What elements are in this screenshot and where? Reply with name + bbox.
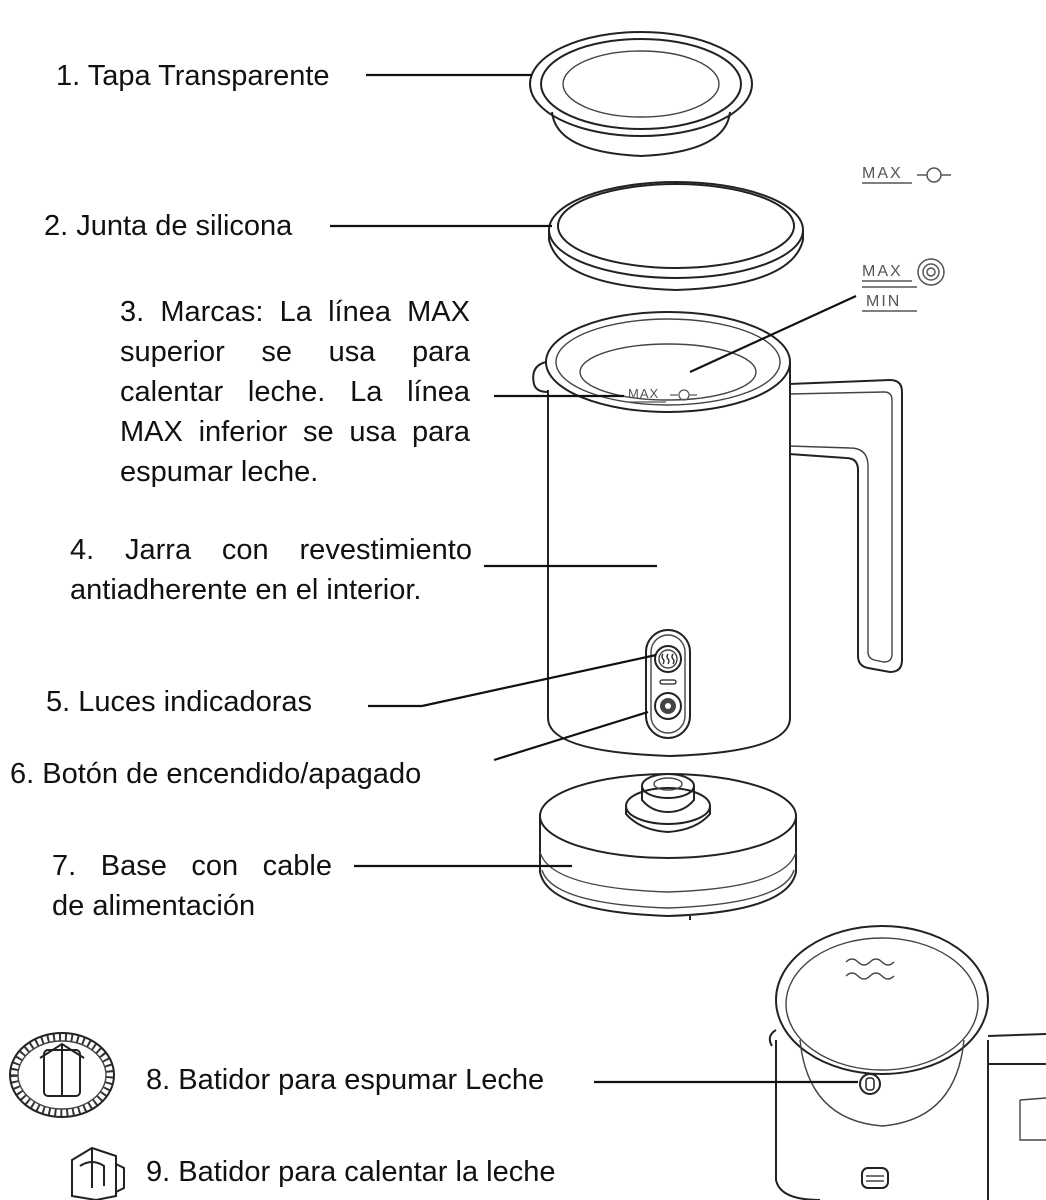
gasket-illustration — [548, 181, 804, 292]
base-illustration — [539, 773, 797, 920]
label-3-line-1: 3. Marcas: La línea MAX — [120, 296, 470, 328]
label-3-line-3: calentar leche. La línea — [120, 376, 470, 408]
label-7-line-1: 7. Base con cable — [52, 850, 332, 882]
jug-max-mark: MAX — [628, 386, 659, 401]
label-5-indicator-lights: 5. Luces indicadoras — [46, 686, 312, 718]
label-9-heating-whisk: 9. Batidor para calentar la leche — [146, 1156, 556, 1188]
heating-whisk-illustration — [71, 1146, 125, 1200]
open-jug-illustration — [768, 925, 1046, 1200]
label-3-line-2: superior se usa para — [120, 336, 470, 368]
leader-lines — [330, 73, 858, 1084]
label-3-line-5: espumar leche. — [120, 456, 319, 488]
label-7-line-2: de alimentación — [52, 890, 256, 922]
label-2-gasket: 2. Junta de silicona — [44, 210, 293, 242]
label-4-line-1: 4. Jarra con revestimiento — [70, 534, 472, 566]
min-mark: MIN — [866, 293, 901, 310]
label-8-frothing-whisk: 8. Batidor para espumar Leche — [146, 1064, 545, 1096]
label-3-line-4: MAX inferior se usa para — [120, 416, 470, 448]
label-6-power-button: 6. Botón de encendido/apagado — [10, 758, 422, 790]
max-min-marks: MAX MAX MIN — [862, 165, 951, 312]
jug-illustration: MAX — [532, 311, 903, 758]
max-mark-top: MAX — [862, 165, 903, 182]
label-3-marks: 3. Marcas: La línea MAX superior se usa … — [120, 292, 470, 492]
lid-illustration — [529, 31, 753, 158]
label-4-line-2: antiadherente en el interior. — [70, 574, 422, 606]
max-mark-lower: MAX — [862, 263, 903, 280]
label-1-lid: 1. Tapa Transparente — [56, 60, 330, 92]
label-7-base: 7. Base con cable de alimentación — [52, 846, 332, 926]
frothing-whisk-illustration — [9, 1032, 115, 1118]
label-4-jug: 4. Jarra con revestimiento antiadherente… — [70, 530, 472, 610]
